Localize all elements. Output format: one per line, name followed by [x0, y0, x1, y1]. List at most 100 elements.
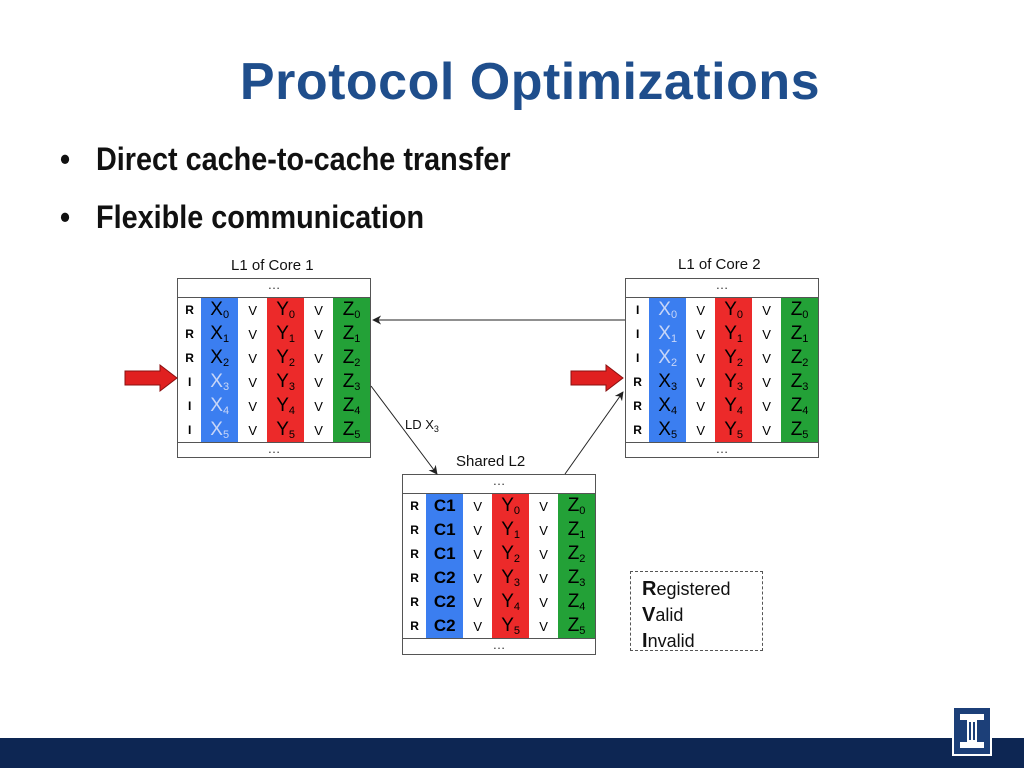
block-index: 0	[288, 309, 296, 321]
block-index: 1	[288, 333, 296, 345]
block-letter: Z	[567, 567, 580, 588]
y-valid-flag: V	[539, 522, 548, 538]
block-letter: Y	[724, 299, 737, 320]
block-index: 5	[222, 429, 230, 441]
line-state: R	[410, 595, 419, 609]
block-index: 1	[670, 333, 678, 345]
block-letter: Y	[501, 591, 514, 612]
y-valid-flag: V	[762, 422, 771, 438]
core2-cache-label: L1 of Core 2	[678, 256, 761, 273]
line-state: R	[185, 351, 194, 365]
owner-core: C2	[426, 590, 464, 614]
block-letter: Z	[567, 519, 580, 540]
block-index: 5	[736, 429, 744, 441]
line-state: R	[410, 547, 419, 561]
bullet-list: •Direct cache-to-cache transfer •Flexibl…	[60, 136, 561, 252]
line-state: I	[635, 351, 640, 365]
block-letter: Z	[342, 299, 355, 320]
forward-arrow-l2-to-core2	[564, 391, 624, 475]
block-index: 3	[288, 381, 296, 393]
legend-invalid: Invalid	[642, 630, 695, 652]
block-index: 5	[513, 625, 521, 637]
bullet-dot: •	[60, 141, 71, 177]
load-request-label: LD X3	[405, 417, 439, 434]
block-letter: Z	[790, 347, 803, 368]
block-index: 5	[579, 625, 586, 637]
block-index: 4	[579, 601, 586, 613]
footer-bar	[0, 738, 1024, 768]
block-letter: Z	[790, 299, 803, 320]
block-letter: Z	[342, 395, 355, 416]
line-state: I	[187, 423, 192, 437]
x-valid-flag: V	[248, 398, 257, 414]
y-valid-flag: V	[539, 594, 548, 610]
block-index: 1	[736, 333, 744, 345]
block-index: 4	[354, 405, 361, 417]
line-state: I	[187, 375, 192, 389]
block-index: 3	[579, 577, 586, 589]
block-index: 0	[802, 309, 809, 321]
block-letter: Z	[567, 615, 580, 636]
block-letter: Y	[501, 615, 514, 636]
block-letter: Z	[790, 371, 803, 392]
block-letter: Z	[342, 323, 355, 344]
block-index: 3	[670, 381, 678, 393]
block-letter: Z	[567, 495, 580, 516]
x-valid-flag: V	[696, 302, 705, 318]
slide-title: Protocol Optimizations	[239, 53, 821, 111]
cache-ellipsis: …	[178, 278, 370, 298]
x-valid-flag: V	[248, 422, 257, 438]
request-arrow-core1-to-l2	[370, 385, 438, 475]
y-valid-flag: V	[762, 398, 771, 414]
block-index: 4	[670, 405, 678, 417]
block-letter: X	[658, 323, 671, 344]
line-state: R	[185, 303, 194, 317]
line-state: R	[633, 375, 642, 389]
y-valid-flag: V	[539, 546, 548, 562]
y-valid-flag: V	[314, 422, 323, 438]
y-valid-flag: V	[539, 570, 548, 586]
x-valid-flag: V	[473, 498, 482, 514]
line-state: R	[633, 399, 642, 413]
block-letter: X	[658, 299, 671, 320]
block-index: 0	[222, 309, 230, 321]
cache-ellipsis: …	[403, 474, 595, 494]
y-valid-flag: V	[314, 302, 323, 318]
block-index: 2	[354, 357, 361, 369]
owner-core: C1	[426, 518, 464, 542]
block-index: 2	[222, 357, 230, 369]
line-state: R	[633, 423, 642, 437]
